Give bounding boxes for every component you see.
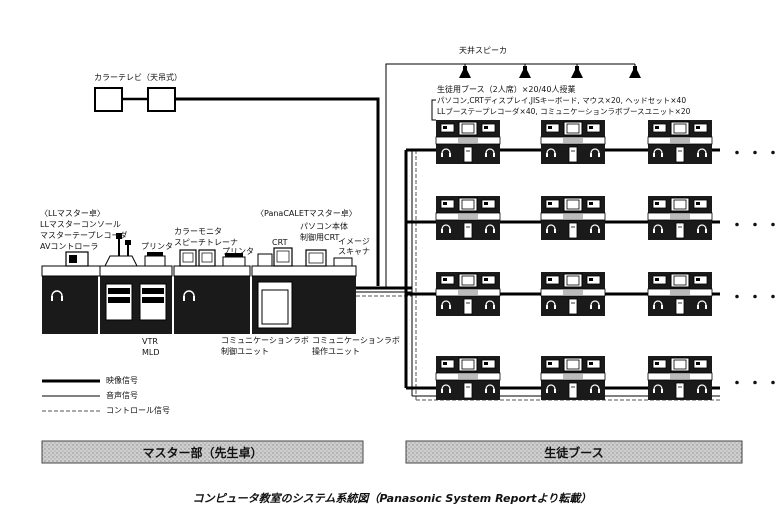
ceiling-tv-group — [94, 87, 380, 286]
student-band — [405, 440, 743, 464]
student-booths — [435, 119, 713, 401]
comm-lab-op-label-1: コミュニケーションラボ — [312, 336, 400, 345]
master-desk-drawing — [41, 233, 357, 335]
ceiling-tv-label: カラーテレビ（天吊式） — [94, 73, 182, 82]
crt-label: CRT — [272, 238, 288, 247]
vtr-label: VTR — [142, 337, 158, 346]
figure-caption: コンピュータ教室のシステム系統図（Panasonic System Report… — [192, 492, 592, 505]
student-band-label: 生徒ブース — [544, 446, 604, 460]
legend-audio: 音声信号 — [106, 391, 138, 400]
comm-lab-op-label-2: 操作ユニット — [312, 347, 360, 356]
mld-label: MLD — [142, 348, 160, 357]
legend-control: コントロール信号 — [106, 406, 170, 415]
booth-spec-line-1: パソコン,CRTディスプレイ,JISキーボード, マウス×20, ヘッドセット×… — [437, 96, 687, 105]
legend-video: 映像信号 — [106, 376, 138, 385]
pc-body-label: パソコン本体 — [300, 222, 348, 231]
booth-spec-line-2: LLブーステープレコーダ×40, コミュニケーションラボブースユニット×20 — [437, 107, 691, 116]
ceiling-speaker-label: 天井スピーカ — [459, 46, 507, 55]
ceiling-speaker-group — [385, 63, 641, 288]
printer-1-label: プリンタ — [141, 242, 173, 251]
more-booths-row-4: ・・・ — [730, 376, 784, 392]
booth-title: 生徒用ブース（2人席）×20/40人授業 — [437, 85, 576, 94]
ll-master-desk-label: 〈LLマスター卓〉 — [40, 209, 105, 218]
color-monitor-label: カラーモニタ — [174, 227, 222, 236]
master-band — [41, 440, 364, 464]
more-booths-row-3: ・・・ — [730, 290, 784, 306]
more-booths-row-2: ・・・ — [730, 218, 784, 234]
legend-swatches — [42, 379, 100, 412]
ll-master-console-label: LLマスターコンソール — [40, 220, 121, 229]
comm-lab-control-label-1: コミュニケーションラボ — [221, 336, 309, 345]
image-scanner-label-1: イメージ — [338, 237, 370, 246]
printer-2-label: プリンタ — [222, 247, 254, 256]
master-tape-label: マスターテープレコーダ — [40, 231, 128, 240]
speech-trainer-label: スピーチトレーナ — [174, 238, 238, 247]
comm-lab-control-label-2: 制御ユニット — [221, 347, 269, 356]
master-band-label: マスター部（先生卓） — [142, 446, 263, 460]
crt-control-label: 制御用CRT — [300, 233, 340, 242]
av-controller-label: AVコントローラ — [40, 242, 99, 251]
image-scanner-label-2: スキャナ — [338, 247, 370, 256]
panacalet-desk-label: 〈PanaCALETマスター卓〉 — [256, 209, 357, 218]
more-booths-row-1: ・・・ — [730, 146, 784, 162]
